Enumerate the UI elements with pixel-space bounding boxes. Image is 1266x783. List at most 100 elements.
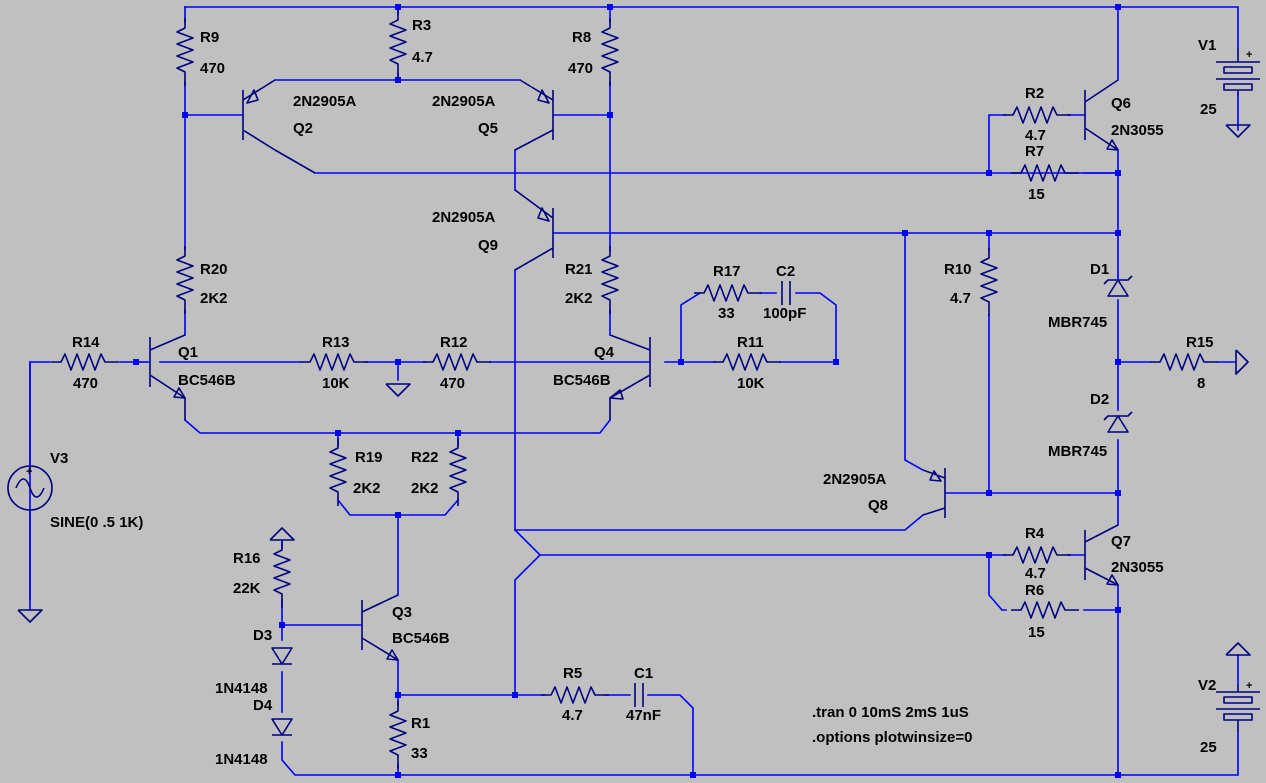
r21-value: 2K2 bbox=[565, 290, 593, 307]
resistor-r20[interactable]: R20 2K2 bbox=[176, 245, 228, 315]
diode-d3[interactable]: D3 1N4148 bbox=[215, 627, 293, 697]
r7-value: 15 bbox=[1028, 186, 1045, 203]
resistor-r9[interactable]: R9 470 bbox=[176, 17, 225, 87]
q6-model: 2N3055 bbox=[1111, 122, 1164, 139]
resistor-r15[interactable]: R15 8 bbox=[1149, 334, 1219, 392]
battery-v1[interactable]: + V1 25 bbox=[1198, 37, 1260, 118]
c1-label: C1 bbox=[634, 665, 653, 682]
r8-label: R8 bbox=[572, 29, 591, 46]
resistor-r5[interactable]: R5 4.7 bbox=[540, 665, 610, 724]
d2-model: MBR745 bbox=[1048, 443, 1107, 460]
output-port bbox=[1235, 349, 1249, 375]
resistor-r8[interactable]: R8 470 bbox=[568, 17, 619, 87]
transistor-q8[interactable]: 2N2905A Q8 bbox=[823, 468, 946, 518]
q7-model: 2N3055 bbox=[1111, 559, 1164, 576]
r16-label: R16 bbox=[233, 550, 261, 567]
resistor-r4[interactable]: R4 4.7 bbox=[1002, 525, 1072, 582]
c1-value: 47nF bbox=[626, 707, 661, 724]
v1-label: V1 bbox=[1198, 37, 1216, 54]
q5-label: Q5 bbox=[478, 120, 498, 137]
resistor-r6[interactable]: R6 15 bbox=[1010, 582, 1080, 641]
v2-label: V2 bbox=[1198, 677, 1216, 694]
r22-value: 2K2 bbox=[411, 480, 439, 497]
resistor-r13[interactable]: R13 10K bbox=[299, 334, 369, 392]
capacitor-c2[interactable]: C2 100pF bbox=[763, 263, 806, 322]
resistor-r17[interactable]: R17 33 bbox=[693, 263, 763, 322]
r14-value: 470 bbox=[73, 375, 98, 392]
resistor-r14[interactable]: R14 470 bbox=[50, 334, 120, 392]
tran-directive[interactable]: .tran 0 10mS 2mS 1uS bbox=[812, 704, 969, 721]
r15-value: 8 bbox=[1197, 375, 1205, 392]
d3-model: 1N4148 bbox=[215, 680, 268, 697]
r12-value: 470 bbox=[440, 375, 465, 392]
q4-label: Q4 bbox=[594, 344, 615, 361]
r21-label: R21 bbox=[565, 261, 593, 278]
d3-label: D3 bbox=[253, 627, 272, 644]
r6-value: 15 bbox=[1028, 624, 1045, 641]
r15-label: R15 bbox=[1186, 334, 1214, 351]
q1-model: BC546B bbox=[178, 372, 236, 389]
resistor-r16[interactable]: R16 22K bbox=[233, 539, 291, 609]
resistor-r22[interactable]: R22 2K2 bbox=[411, 437, 467, 507]
c2-value: 100pF bbox=[763, 305, 806, 322]
r19-value: 2K2 bbox=[353, 480, 381, 497]
transistor-q7[interactable]: Q7 2N3055 bbox=[1084, 524, 1164, 586]
resistor-r21[interactable]: R21 2K2 bbox=[565, 245, 619, 315]
resistor-r2[interactable]: R2 4.7 bbox=[1002, 85, 1072, 144]
wires bbox=[29, 6, 1239, 776]
resistor-r19[interactable]: R19 2K2 bbox=[329, 437, 383, 507]
resistor-r7[interactable]: R7 15 bbox=[1010, 143, 1080, 203]
q8-model: 2N2905A bbox=[823, 471, 887, 488]
v3-plus: + bbox=[26, 466, 32, 478]
v1-plus: + bbox=[1246, 49, 1252, 61]
resistor-r12[interactable]: R12 470 bbox=[422, 334, 492, 392]
r7-label: R7 bbox=[1025, 143, 1044, 160]
q9-model: 2N2905A bbox=[432, 209, 496, 226]
d1-label: D1 bbox=[1090, 261, 1109, 278]
r16-value: 22K bbox=[233, 580, 261, 597]
v3-label: V3 bbox=[50, 450, 68, 467]
q9-label: Q9 bbox=[478, 237, 498, 254]
d2-label: D2 bbox=[1090, 391, 1109, 408]
c2-label: C2 bbox=[776, 263, 795, 280]
r20-value: 2K2 bbox=[200, 290, 228, 307]
r20-label: R20 bbox=[200, 261, 228, 278]
r1-label: R1 bbox=[411, 715, 430, 732]
transistor-q3[interactable]: Q3 BC546B bbox=[361, 594, 450, 661]
r6-label: R6 bbox=[1025, 582, 1044, 599]
diode-d2[interactable]: D2 MBR745 bbox=[1048, 391, 1133, 460]
r19-label: R19 bbox=[355, 449, 383, 466]
r10-value: 4.7 bbox=[950, 290, 971, 307]
resistor-r10[interactable]: R10 4.7 bbox=[944, 247, 998, 317]
v2-plus: + bbox=[1246, 680, 1252, 692]
v1-value: 25 bbox=[1200, 101, 1217, 118]
transistor-q4[interactable]: Q4 BC546B bbox=[553, 334, 651, 420]
options-directive[interactable]: .options plotwinsize=0 bbox=[812, 729, 972, 746]
transistor-q5[interactable]: 2N2905A Q5 bbox=[432, 79, 554, 151]
resistor-r11[interactable]: R11 10K bbox=[712, 334, 782, 392]
transistor-q9[interactable]: 2N2905A Q9 bbox=[432, 189, 554, 271]
d1-model: MBR745 bbox=[1048, 314, 1107, 331]
r17-label: R17 bbox=[713, 263, 741, 280]
transistor-q6[interactable]: Q6 2N3055 bbox=[1084, 79, 1164, 151]
ground-symbol bbox=[17, 609, 43, 623]
q3-model: BC546B bbox=[392, 630, 450, 647]
r1-value: 33 bbox=[411, 745, 428, 762]
sine-source-v3[interactable]: + V3 SINE(0 .5 1K) bbox=[7, 361, 143, 531]
d4-label: D4 bbox=[253, 697, 273, 714]
resistor-r3[interactable]: R3 4.7 bbox=[389, 9, 433, 79]
resistor-r1[interactable]: R1 33 bbox=[389, 700, 430, 770]
r13-label: R13 bbox=[322, 334, 350, 351]
battery-v2[interactable]: + V2 25 bbox=[1198, 677, 1260, 756]
diode-d1[interactable]: D1 MBR745 bbox=[1048, 261, 1133, 331]
diode-d4[interactable]: D4 1N4148 bbox=[215, 697, 293, 768]
capacitor-c1[interactable]: C1 47nF bbox=[626, 665, 661, 724]
transistor-q2[interactable]: 2N2905A Q2 bbox=[242, 79, 357, 174]
q2-model: 2N2905A bbox=[293, 93, 357, 110]
transistor-q1[interactable]: Q1 BC546B bbox=[139, 334, 236, 420]
r17-value: 33 bbox=[718, 305, 735, 322]
r2-label: R2 bbox=[1025, 85, 1044, 102]
r9-value: 470 bbox=[200, 60, 225, 77]
junction-dots bbox=[133, 4, 1121, 778]
q4-model: BC546B bbox=[553, 372, 611, 389]
